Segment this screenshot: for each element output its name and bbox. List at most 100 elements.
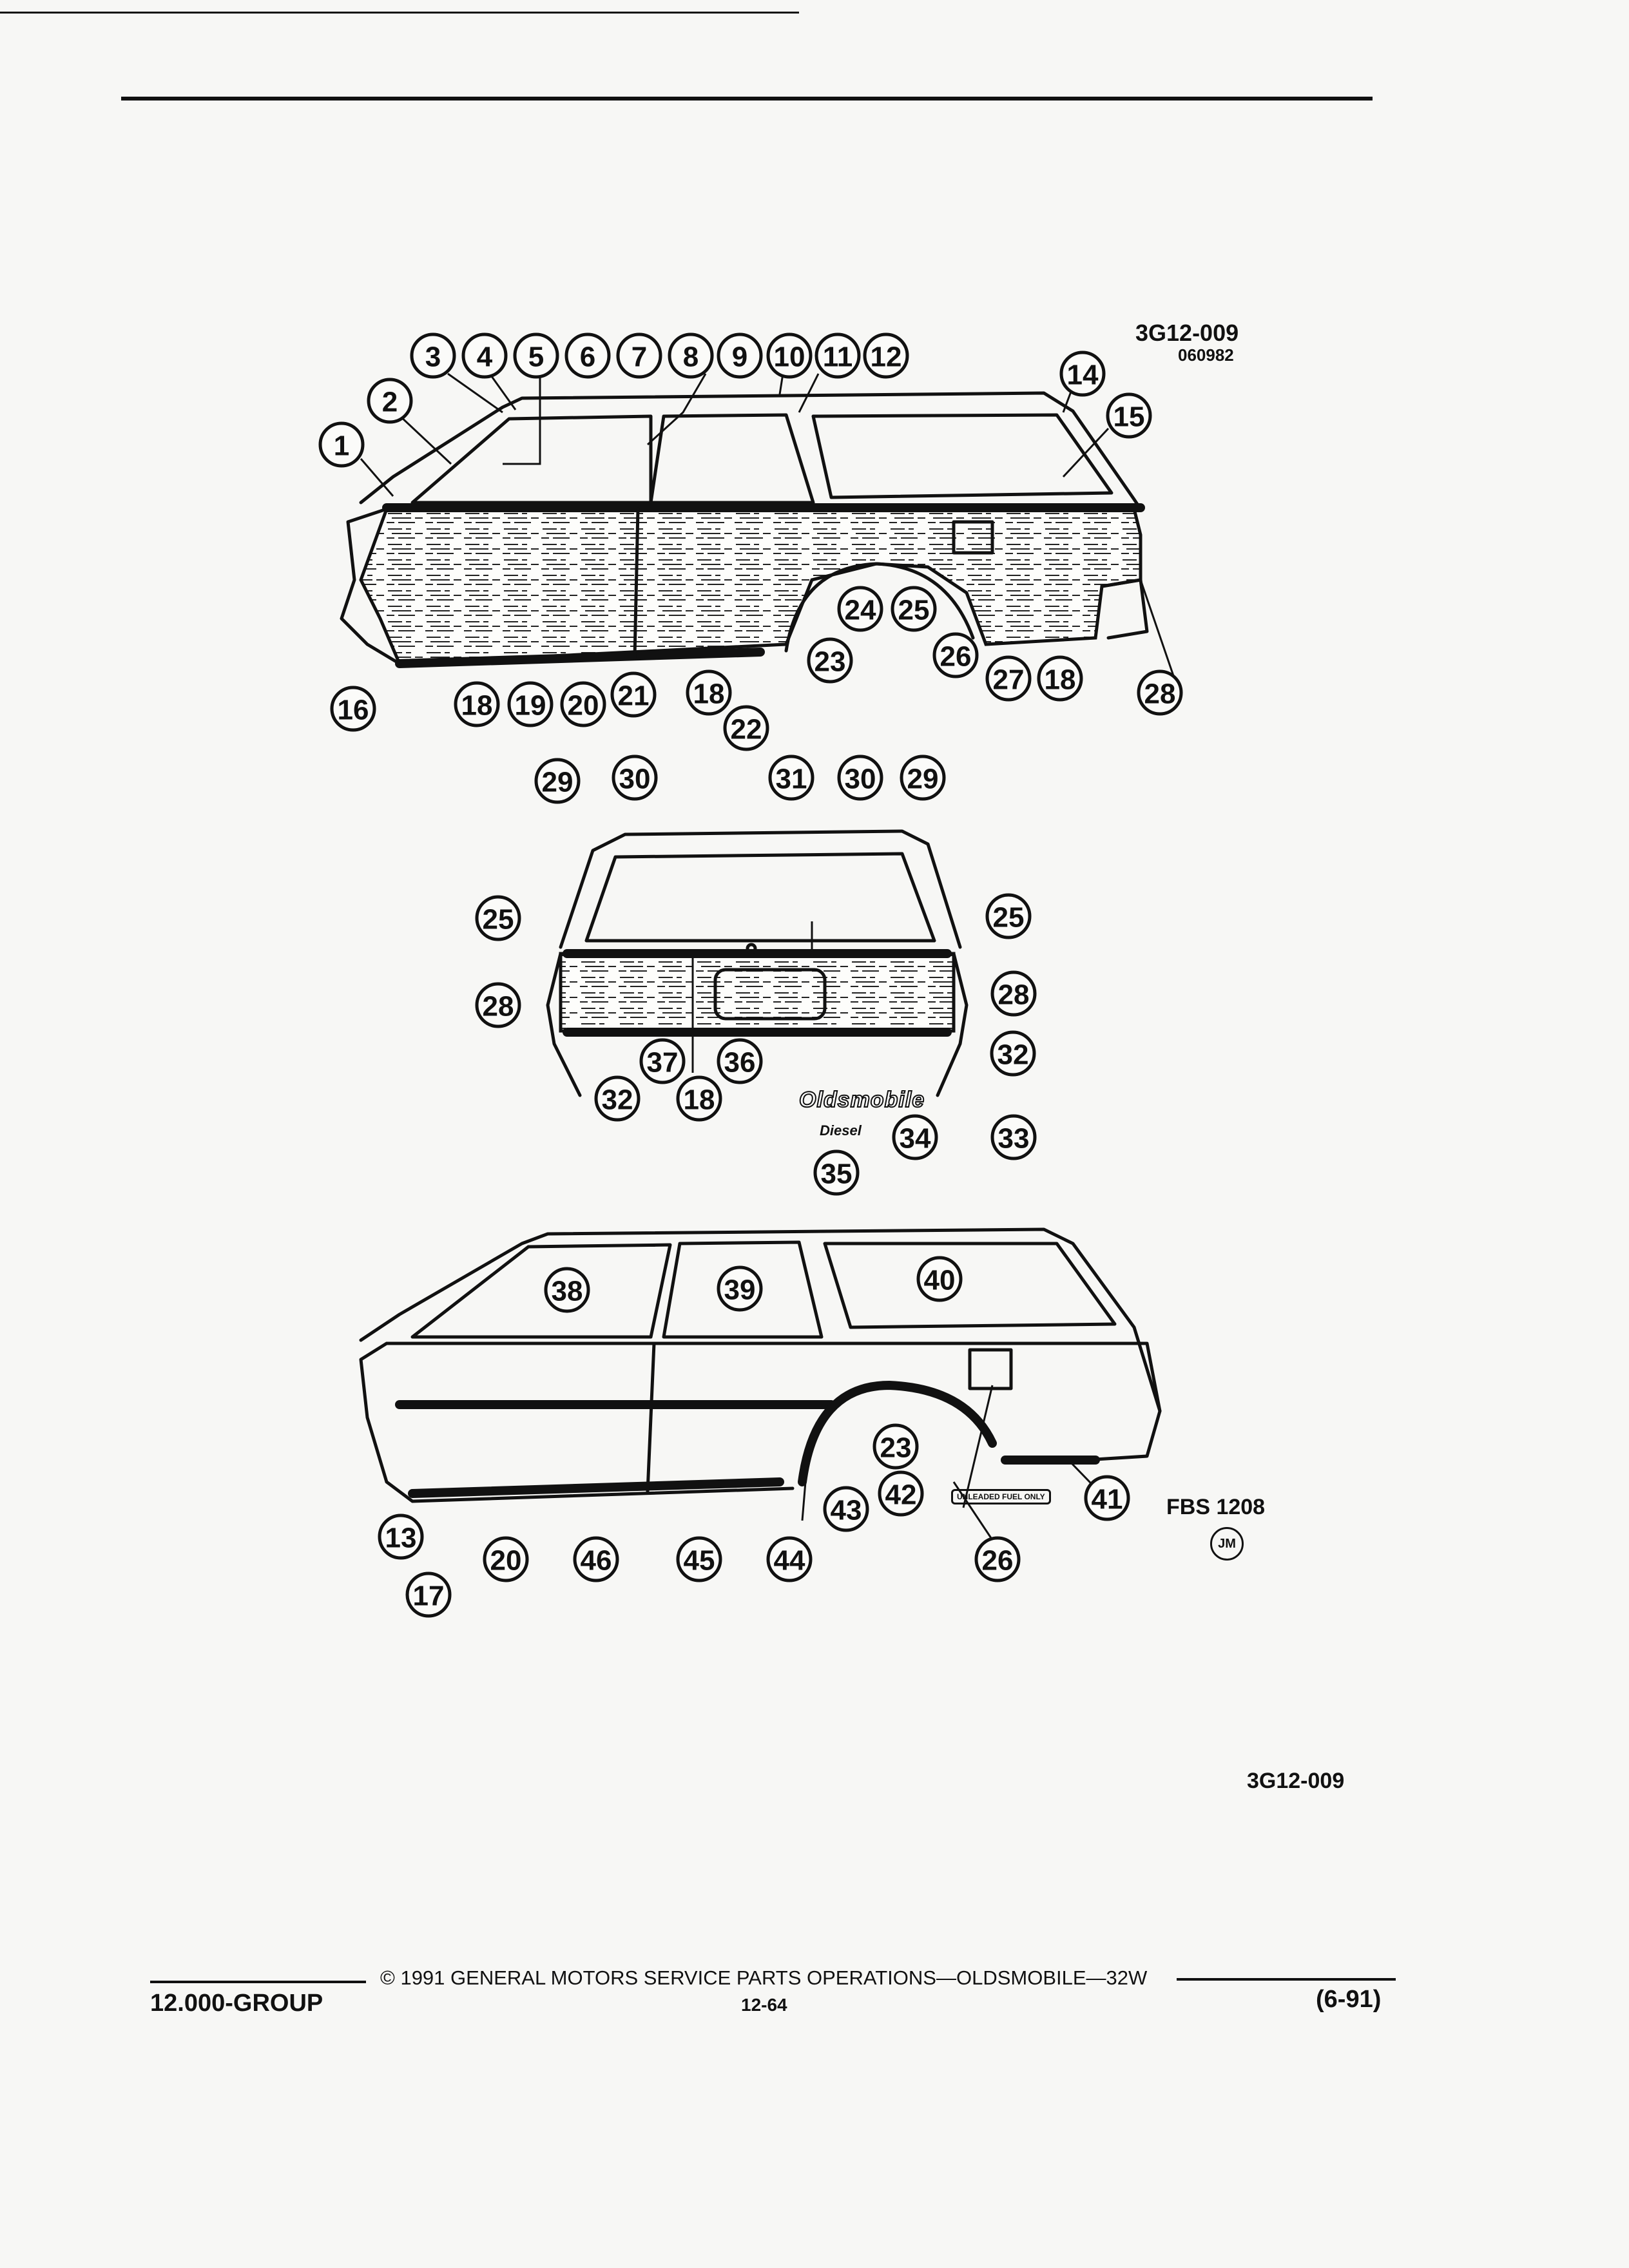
rear-glass <box>584 852 936 943</box>
callout-23a: 23 <box>807 637 853 684</box>
svg-text:7: 7 <box>631 341 647 373</box>
svg-text:18: 18 <box>693 678 725 710</box>
callout-3: 3 <box>410 332 456 379</box>
callout-32b: 32 <box>990 1030 1036 1077</box>
rear-lock <box>746 943 757 954</box>
callout-14: 14 <box>1059 351 1106 397</box>
svg-text:18: 18 <box>461 690 493 722</box>
footer-page-number: 12-64 <box>741 1995 787 2015</box>
header-rule <box>121 97 1373 101</box>
svg-text:3: 3 <box>425 341 441 373</box>
svg-text:24: 24 <box>845 595 876 626</box>
svg-text:22: 22 <box>731 714 762 745</box>
svg-text:32: 32 <box>998 1039 1029 1071</box>
callout-1: 1 <box>318 421 365 468</box>
upper-rocker-molding <box>395 648 765 668</box>
callout-12: 12 <box>863 332 909 379</box>
upper-rear-bumper <box>1100 578 1149 640</box>
svg-text:43: 43 <box>831 1495 862 1526</box>
svg-text:6: 6 <box>580 341 595 373</box>
svg-text:42: 42 <box>885 1479 917 1511</box>
svg-text:30: 30 <box>619 764 651 795</box>
rear-roof-outline <box>559 829 962 949</box>
callout-28a: 28 <box>1137 669 1183 716</box>
callout-16: 16 <box>330 686 376 732</box>
callout-10: 10 <box>766 332 813 379</box>
footer-rule-right <box>1177 1978 1396 1981</box>
svg-text:36: 36 <box>724 1047 756 1079</box>
lower-rear-window <box>823 1242 1117 1329</box>
upper-wheel-arch <box>784 562 975 653</box>
callout-28b: 28 <box>475 982 521 1028</box>
callout-41: 41 <box>1084 1475 1130 1521</box>
callout-4: 4 <box>461 332 508 379</box>
svg-text:44: 44 <box>774 1545 805 1577</box>
svg-text:25: 25 <box>483 904 514 936</box>
svg-text:31: 31 <box>776 764 807 795</box>
callout-25b: 25 <box>475 895 521 941</box>
diesel-badge: Diesel <box>820 1122 862 1139</box>
footer-rule-left <box>150 1981 366 1983</box>
callout-29b: 29 <box>900 754 946 801</box>
side-view-upper <box>340 391 1149 668</box>
svg-text:8: 8 <box>683 341 699 373</box>
callout-25a: 25 <box>891 586 937 632</box>
svg-text:26: 26 <box>940 641 972 673</box>
lower-mid-window <box>662 1240 824 1339</box>
callout-27: 27 <box>985 655 1032 702</box>
fbs-reference: FBS 1208 <box>1166 1495 1266 1519</box>
callout-18d: 18 <box>676 1075 722 1122</box>
callout-34: 34 <box>892 1114 938 1160</box>
rear-left-quarter <box>546 952 582 1097</box>
svg-text:11: 11 <box>823 341 853 373</box>
svg-text:38: 38 <box>552 1276 583 1307</box>
footer-revision: (6-91) <box>1316 1986 1382 2013</box>
callout-9: 9 <box>717 332 763 379</box>
svg-text:35: 35 <box>821 1158 853 1190</box>
upper-front-window <box>410 414 653 505</box>
upper-front-fender <box>340 507 401 666</box>
callout-18c: 18 <box>1037 655 1083 702</box>
callout-36: 36 <box>717 1038 763 1084</box>
svg-text:26: 26 <box>982 1545 1014 1577</box>
svg-text:32: 32 <box>602 1084 633 1116</box>
svg-text:20: 20 <box>490 1545 522 1577</box>
callout-33: 33 <box>990 1114 1037 1160</box>
callout-17: 17 <box>405 1571 452 1618</box>
lower-body-outline <box>359 1341 1162 1503</box>
leader-lines <box>360 372 1181 1560</box>
svg-text:18: 18 <box>1045 664 1076 696</box>
svg-text:28: 28 <box>483 991 514 1023</box>
oldsmobile-badge: Oldsmobile <box>798 1087 925 1113</box>
callout-24: 24 <box>837 586 883 632</box>
svg-text:2: 2 <box>382 387 398 418</box>
svg-text:33: 33 <box>998 1123 1030 1155</box>
callout-7: 7 <box>616 332 662 379</box>
figure-code-bottom: 3G12-009 <box>1247 1769 1345 1793</box>
rear-view <box>546 829 969 1097</box>
lower-roof-outline <box>359 1227 1162 1461</box>
callout-26a: 26 <box>932 632 979 678</box>
callout-6: 6 <box>564 332 611 379</box>
rear-right-quarter <box>936 952 969 1097</box>
svg-text:23: 23 <box>815 646 846 678</box>
svg-text:15: 15 <box>1113 401 1145 433</box>
callout-40: 40 <box>916 1256 963 1302</box>
svg-text:19: 19 <box>515 690 546 722</box>
callout-18a: 18 <box>454 681 500 727</box>
callout-23b: 23 <box>872 1423 919 1470</box>
lower-fuel-door <box>968 1348 1013 1390</box>
callout-38: 38 <box>544 1267 590 1313</box>
upper-rear-window <box>811 413 1113 499</box>
callout-45: 45 <box>676 1536 722 1582</box>
svg-text:25: 25 <box>993 902 1025 934</box>
lower-front-window <box>410 1243 672 1339</box>
svg-text:37: 37 <box>647 1047 679 1079</box>
callout-31: 31 <box>768 754 815 801</box>
callout-5: 5 <box>513 332 559 379</box>
figure-date-code: 060982 <box>1178 345 1234 365</box>
callout-30b: 30 <box>837 754 883 801</box>
svg-text:20: 20 <box>568 690 599 722</box>
upper-roof-outline <box>359 391 1142 511</box>
